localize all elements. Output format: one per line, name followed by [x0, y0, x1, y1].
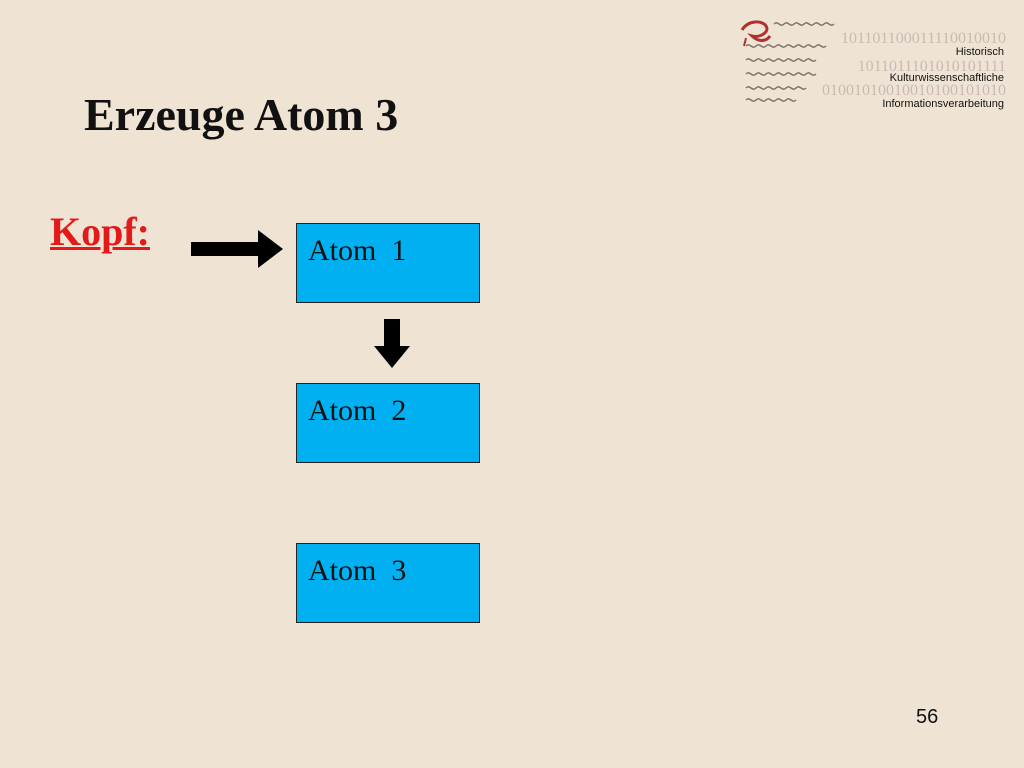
logo-institute-line-3: Informationsverarbeitung — [882, 98, 1004, 110]
atom-node-3: Atom 3 — [296, 543, 480, 623]
logo-institute-line-2: Kulturwissenschaftliche — [889, 72, 1004, 84]
logo-binary-line-3: 01001010010010100101010 — [822, 82, 1006, 99]
slide-title: Erzeuge Atom 3 — [84, 89, 399, 140]
logo-binary-line-1: 101101100011110010010 — [840, 30, 1006, 47]
atom-node-2: Atom 2 — [296, 383, 480, 463]
atom-node-label: Atom 1 — [308, 234, 407, 267]
atom-node-label: Atom 2 — [308, 394, 407, 427]
atom-node-label: Atom 3 — [308, 554, 407, 587]
logo-institute-line-1: Historisch — [955, 46, 1004, 58]
head-label: Kopf: — [50, 209, 150, 254]
institution-logo: 101101100011110010010 101101110101010111… — [730, 14, 1010, 114]
manuscript-script-graphic — [740, 20, 835, 102]
page-number: 56 — [916, 706, 939, 728]
atom-node-1: Atom 1 — [296, 223, 480, 303]
logo-binary-line-2: 1011011101010101111 — [857, 58, 1006, 75]
next-pointer-arrow — [374, 319, 410, 368]
head-pointer-arrow — [191, 230, 283, 268]
